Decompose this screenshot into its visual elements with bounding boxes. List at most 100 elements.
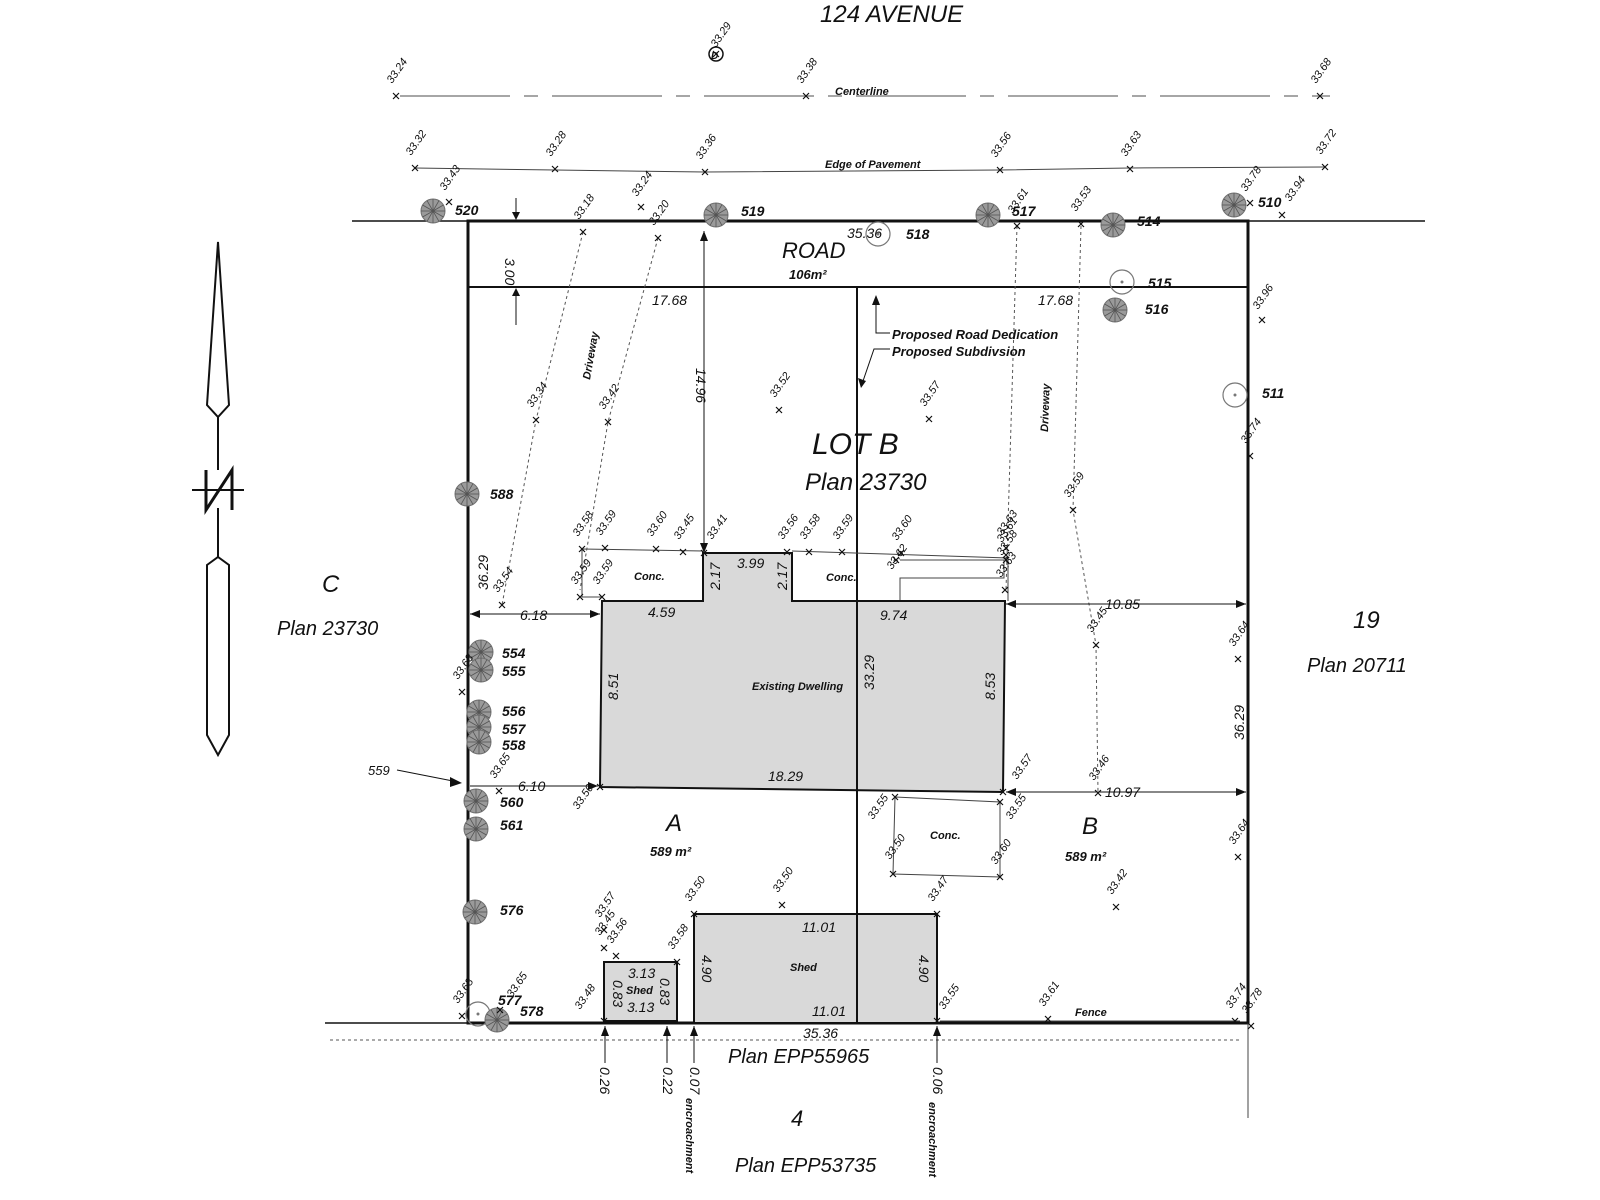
elevation-value: 33.18 [572,192,598,222]
elevation-value: 33.47 [926,874,952,904]
elevation-value: 33.58 [666,922,692,952]
spot-elevation: 33.45 [672,512,698,556]
driveway-left-label: Driveway [581,330,601,381]
dim-setback-right-bottom: 10.97 [1105,784,1141,800]
elevation-value: 33.61 [1037,979,1063,1008]
elevation-value: 33.56 [776,512,802,542]
tree-number: 514 [1137,213,1161,229]
spot-elevation: 33.58 [666,922,692,966]
elevation-value: 33.55 [1004,792,1030,822]
dim-dwelling-top-left: 4.59 [648,604,675,620]
spot-elevation: 33.24 [630,169,655,211]
elevation-value: 33.46 [1087,753,1113,783]
arrowhead [663,1026,671,1036]
dim-dwelling-top-right: 9.74 [880,607,907,623]
tree-icon [975,202,1001,228]
tree-number: 576 [500,902,524,918]
tree-icon [865,221,891,247]
elevation-value: 33.59 [831,512,857,541]
dim-setback-left-bottom: 6.10 [518,778,545,794]
spot-elevation: 33.32 [404,128,429,172]
elevation-value: 33.62 [885,542,911,571]
spot-elevation: 33.50 [771,865,797,909]
spot-elevation: 33.36 [694,132,720,176]
tree-icon [1221,192,1247,218]
arrowhead [690,1026,698,1036]
leader-subdivision [861,348,890,385]
tree-icon [1222,382,1248,408]
arrowhead [1006,600,1016,608]
dim-shed-right: 4.90 [916,955,932,982]
tree-number: 510 [1258,194,1282,210]
callout-559: 559 [368,763,390,778]
tree-number: 518 [906,226,930,242]
centerline-label: Centerline [835,86,889,98]
arrowhead [470,610,480,618]
elevation-value: 33.55 [866,792,892,822]
concrete-pad-left [581,549,602,598]
spot-elevation: 33.45 [1085,605,1111,649]
elevation-value: 33.68 [1309,56,1335,86]
dim-small-shed-bottom: 3.13 [627,999,654,1015]
dim-front-elevation: 35.36 [847,225,882,241]
tree-number: 554 [502,645,526,661]
tree-number: 519 [741,203,765,219]
spot-elevation: 33.60 [989,837,1015,881]
lot-a-label: A [664,810,682,837]
shed-large-label: Shed [790,962,817,974]
dim-road-left: 17.68 [652,292,687,308]
elevation-value: 33.57 [1010,752,1036,782]
elevation-value: 33.63 [1119,129,1145,159]
dim-encroachment-3: 0.07 [687,1067,703,1095]
callout-559-leader [396,769,459,783]
elevation-value: 33.56 [989,130,1015,160]
arrowhead [1236,600,1246,608]
elevation-value: 33.72 [1314,127,1340,156]
spot-elevation: 33.20 [647,198,673,242]
spot-elevation: 33.58 [798,512,824,556]
neighbor-south-label: 4 [791,1106,803,1131]
spot-elevation: 33.55 [866,792,899,822]
concrete-left-label: Conc. [634,571,665,583]
tree-number: 517 [1012,203,1037,219]
elevation-value: 33.55 [937,982,963,1012]
dim-small-shed-top: 3.13 [628,965,655,981]
arrowhead [1006,788,1016,796]
elevation-value: 33.42 [597,382,623,411]
neighbor-south-plan: Plan EPP53735 [735,1155,877,1177]
dim-dwelling-notch-h1: 2.17 [707,562,723,591]
tree-icon [1109,269,1135,295]
neighbor-east-label: 19 [1353,607,1380,634]
arrowhead [872,295,880,305]
dim-encroachment-4: 0.06 [930,1067,946,1094]
tree-icon [463,816,489,842]
elevation-value: 33.29 [709,20,735,49]
spot-elevation: 33.57 [918,379,944,423]
road-area: 106m² [789,267,827,282]
elevation-value: 33.94 [1283,174,1309,203]
dim-shed-bottom: 11.01 [812,1003,846,1019]
elevation-value: 33.20 [647,198,673,228]
elevation-value: 33.59 [1062,470,1088,499]
arrowhead [590,610,600,618]
arrowhead [933,1026,941,1036]
concrete-center-label: Conc. [826,572,857,584]
elevation-value: 33.52 [768,370,794,399]
elevation-value: 33.96 [1251,282,1277,312]
elevation-value: 33.24 [385,56,411,85]
tree-number: 556 [502,703,526,719]
edge-of-pavement [414,166,1326,173]
spot-elevation: 33.94 [1278,174,1309,219]
concrete-pad-left-top [581,548,704,552]
elevation-value: 33.53 [1069,184,1095,214]
tree-number: 557 [502,721,527,737]
elevation-value: 33.28 [544,129,570,159]
elevation-value: 33.59 [569,557,595,586]
tree-icon [1100,212,1126,238]
spot-elevation: 33.48 [573,982,608,1025]
tree-icon [463,788,489,814]
elevation-value: 33.65 [488,751,514,781]
elevation-value: 33.59 [594,508,620,537]
dim-lot-line-center: 33.29 [861,655,877,690]
